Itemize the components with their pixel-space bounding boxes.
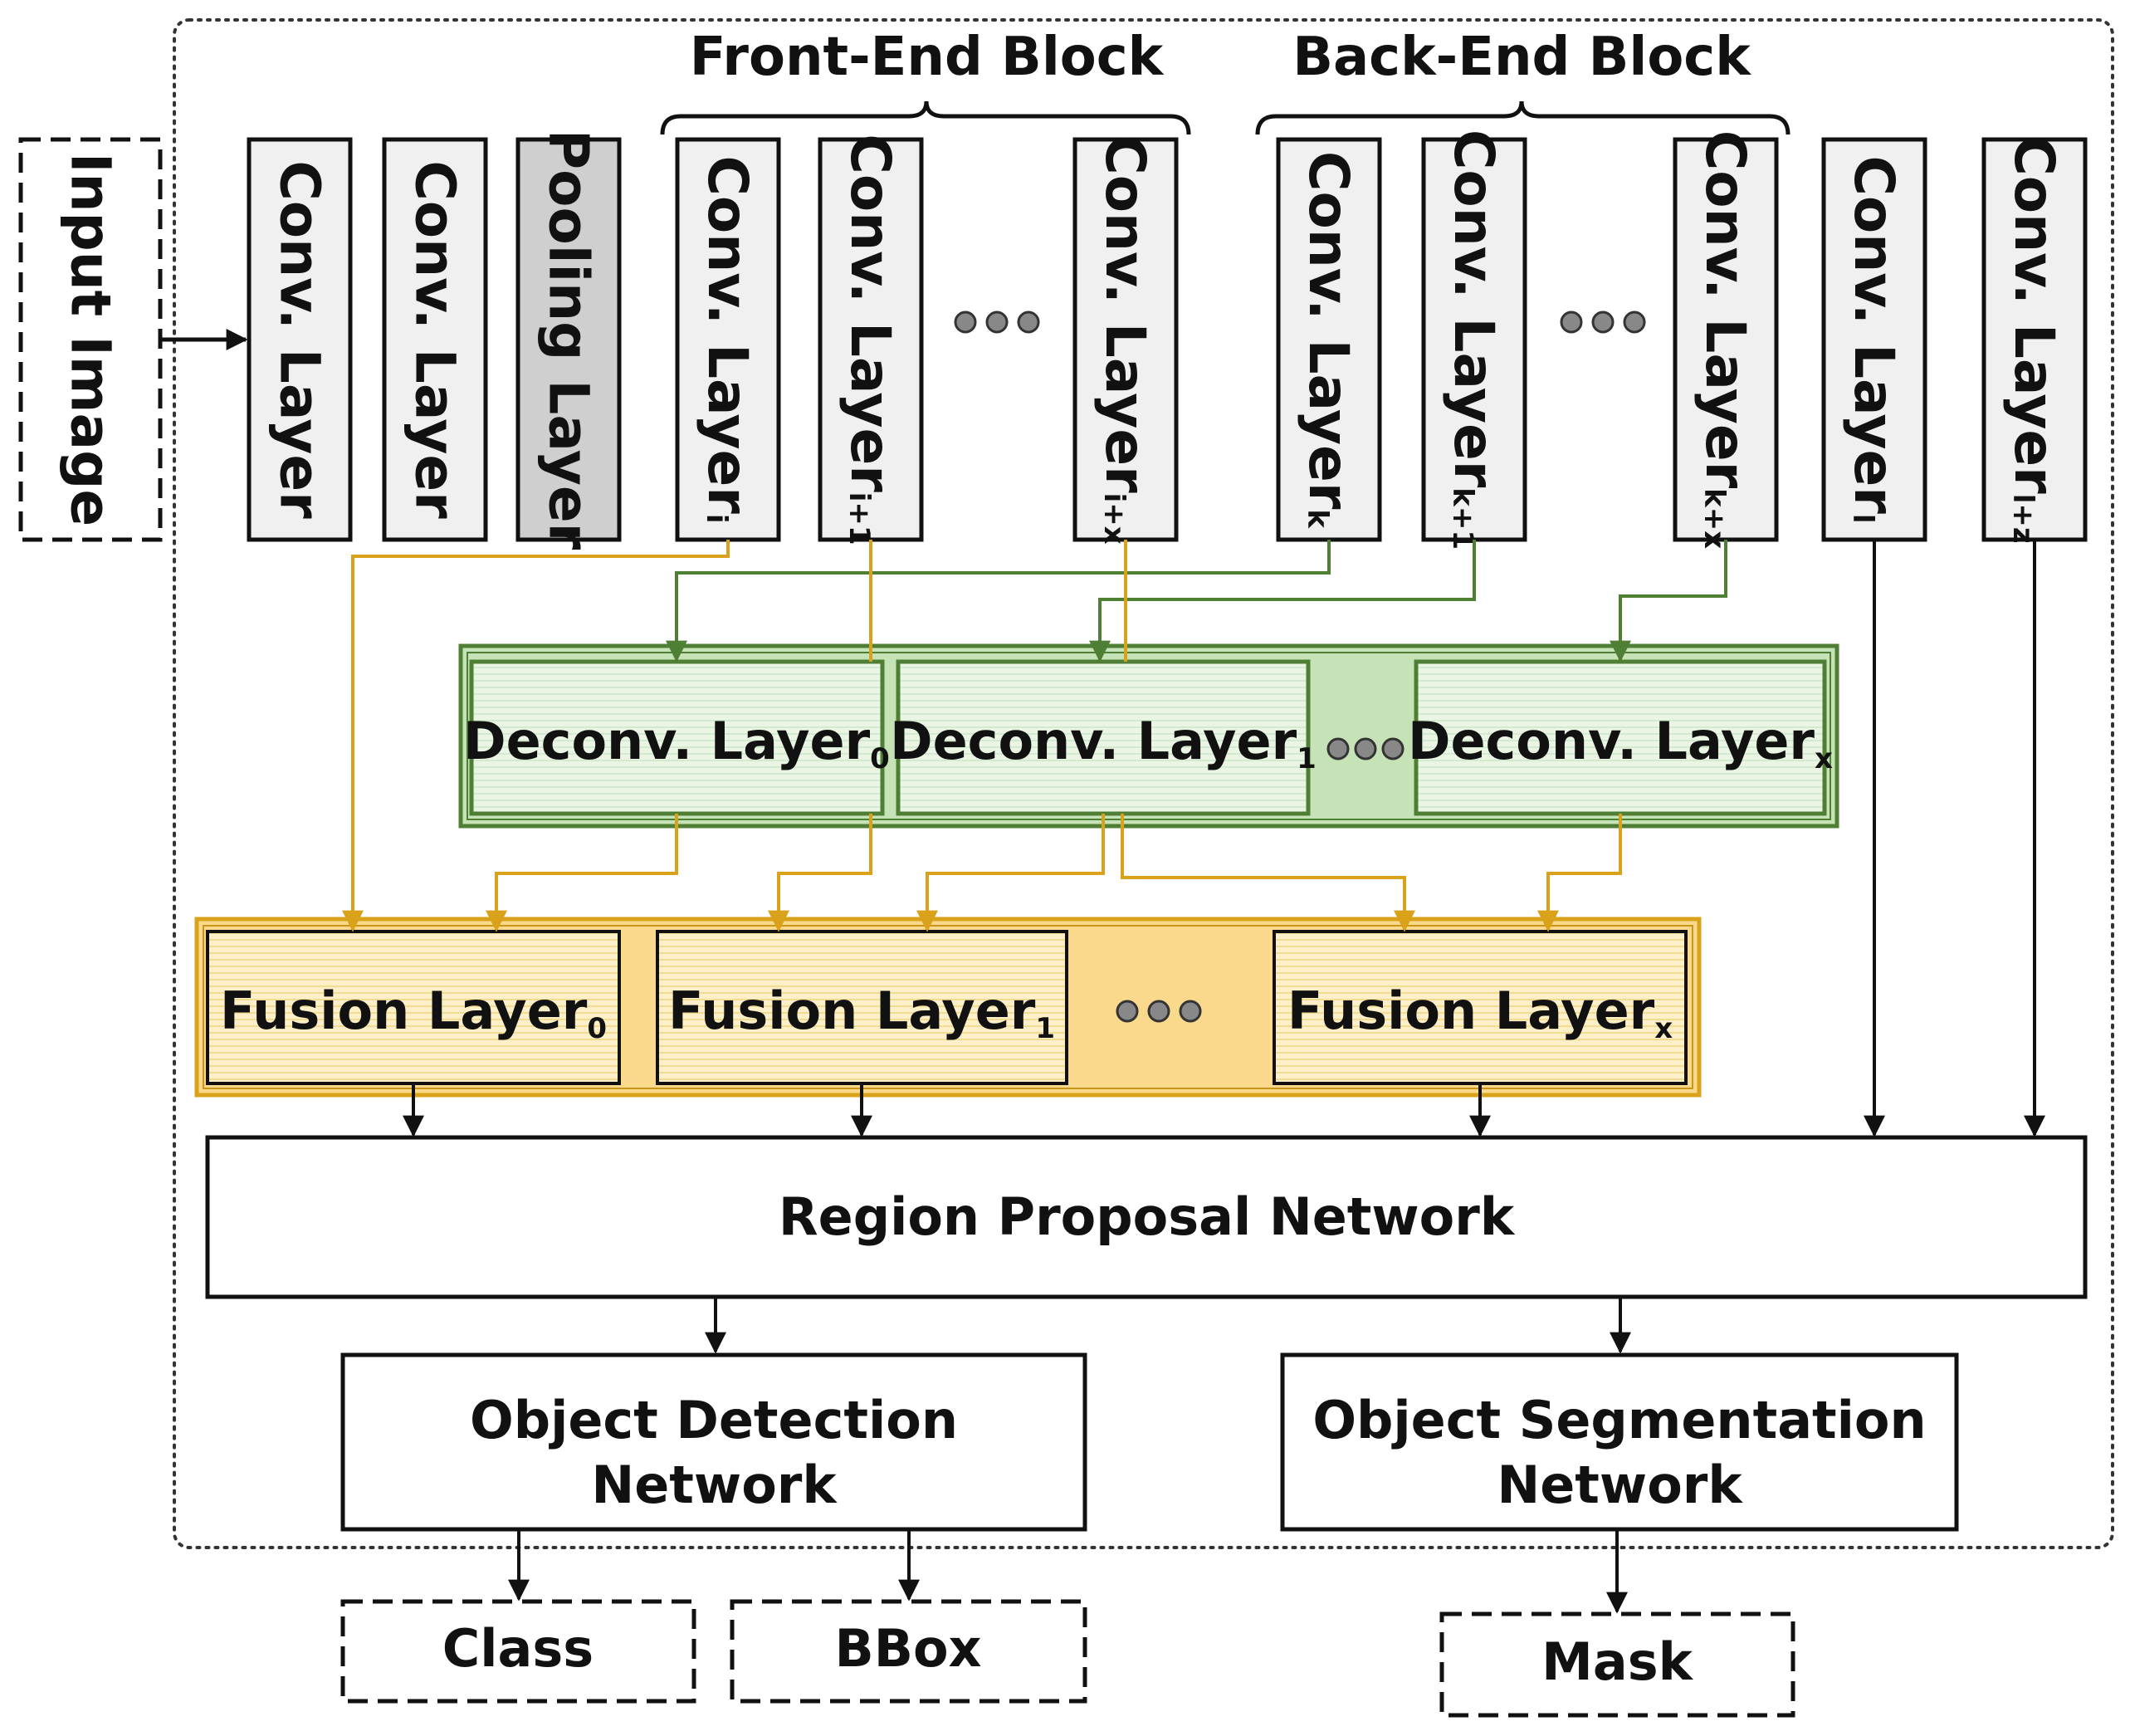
conv-layer-i-plus-1: Conv. Layeri+1	[818, 134, 924, 545]
svg-text:Conv. Layer: Conv. Layer	[403, 160, 467, 519]
black-connectors-from-rpn	[705, 1297, 1631, 1354]
conv-layer-k-plus-x: Conv. Layerk+x	[1673, 130, 1779, 549]
conv-layer-a: Conv. Layer	[247, 137, 353, 542]
region-proposal-network: Region Proposal Network	[205, 1135, 2088, 1299]
conv-layer-l: Conv. Layerl	[1821, 137, 1927, 542]
svg-text:Object Segmentation: Object Segmentation	[1312, 1390, 1926, 1450]
svg-text:Conv. Layeri+1: Conv. Layeri+1	[839, 134, 903, 545]
svg-text:Conv. Layerk+1: Conv. Layerk+1	[1443, 130, 1507, 550]
back-end-block-title: Back-End Block	[1292, 27, 1751, 88]
conv-layer-k-plus-1: Conv. Layerk+1	[1421, 130, 1527, 550]
svg-text:Deconv. Layer1: Deconv. Layer1	[890, 711, 1317, 775]
conv-layer-i-plus-x: Conv. Layeri+x	[1072, 134, 1179, 545]
conv-layer-l-plus-z: Conv. Layerl+z	[1981, 135, 2088, 544]
object-segmentation-network: Object Segmentation Network	[1280, 1352, 1959, 1532]
black-connectors-to-outputs	[508, 1529, 1628, 1614]
deconv-layer-x: Deconv. Layerx	[1408, 659, 1833, 816]
black-connectors-to-rpn	[403, 540, 2045, 1137]
output-class: Class	[340, 1599, 696, 1704]
output-bbox: BBox	[730, 1599, 1087, 1704]
deconv-layer-1: Deconv. Layer1	[890, 659, 1317, 816]
svg-text:BBox: BBox	[834, 1618, 981, 1679]
svg-text:Region Proposal Network: Region Proposal Network	[779, 1186, 1516, 1247]
svg-text:Fusion Layer1: Fusion Layer1	[668, 980, 1055, 1044]
output-mask: Mask	[1439, 1611, 1795, 1718]
conv-layer-k: Conv. Layerk	[1276, 137, 1382, 542]
svg-text:Mask: Mask	[1541, 1631, 1693, 1692]
conv-layer-i: Conv. Layeri	[675, 137, 781, 542]
deconv-layer-0: Deconv. Layer0	[463, 659, 890, 816]
svg-text:Class: Class	[442, 1618, 594, 1679]
fusion-layer-0: Fusion Layer0	[206, 930, 621, 1085]
front-end-brace	[660, 100, 1191, 135]
svg-text:Deconv. Layerx: Deconv. Layerx	[1408, 711, 1833, 775]
svg-text:Input Image: Input Image	[59, 153, 123, 526]
svg-text:Conv. Layerl: Conv. Layerl	[1843, 155, 1907, 523]
svg-text:Fusion Layerx: Fusion Layerx	[1287, 980, 1673, 1044]
ellipsis-front	[954, 311, 1040, 334]
fusion-layer-1: Fusion Layer1	[656, 930, 1068, 1085]
pooling-layer: Pooling Layer	[515, 130, 622, 550]
svg-text:Conv. Layerk+x: Conv. Layerk+x	[1694, 130, 1758, 549]
svg-text:Conv. Layeri+x: Conv. Layeri+x	[1094, 134, 1158, 545]
svg-text:Fusion Layer0: Fusion Layer0	[220, 980, 607, 1044]
orange-connectors	[342, 540, 1622, 932]
svg-text:Conv. Layerl+z: Conv. Layerl+z	[2003, 135, 2067, 543]
svg-text:Network: Network	[591, 1455, 838, 1515]
back-end-brace	[1255, 100, 1790, 135]
svg-text:Object Detection: Object Detection	[470, 1390, 958, 1450]
svg-text:Pooling Layer: Pooling Layer	[537, 130, 601, 550]
fusion-layer-x: Fusion Layerx	[1273, 930, 1688, 1085]
ellipsis-back	[1560, 311, 1646, 334]
front-end-block-title: Front-End Block	[690, 27, 1165, 88]
ellipsis-deconv	[1326, 737, 1405, 760]
input-image-box: Input Image	[18, 137, 163, 542]
green-connectors	[666, 540, 1727, 663]
ellipsis-fusion	[1116, 1000, 1202, 1023]
object-detection-network: Object Detection Network	[340, 1352, 1087, 1532]
svg-text:Deconv. Layer0: Deconv. Layer0	[463, 711, 890, 775]
svg-text:Conv. Layerk: Conv. Layerk	[1297, 151, 1361, 529]
svg-text:Conv. Layer: Conv. Layer	[268, 160, 332, 519]
svg-text:Network: Network	[1497, 1455, 1743, 1515]
svg-text:Conv. Layeri: Conv. Layeri	[696, 155, 760, 523]
conv-layer-b: Conv. Layer	[382, 137, 488, 542]
